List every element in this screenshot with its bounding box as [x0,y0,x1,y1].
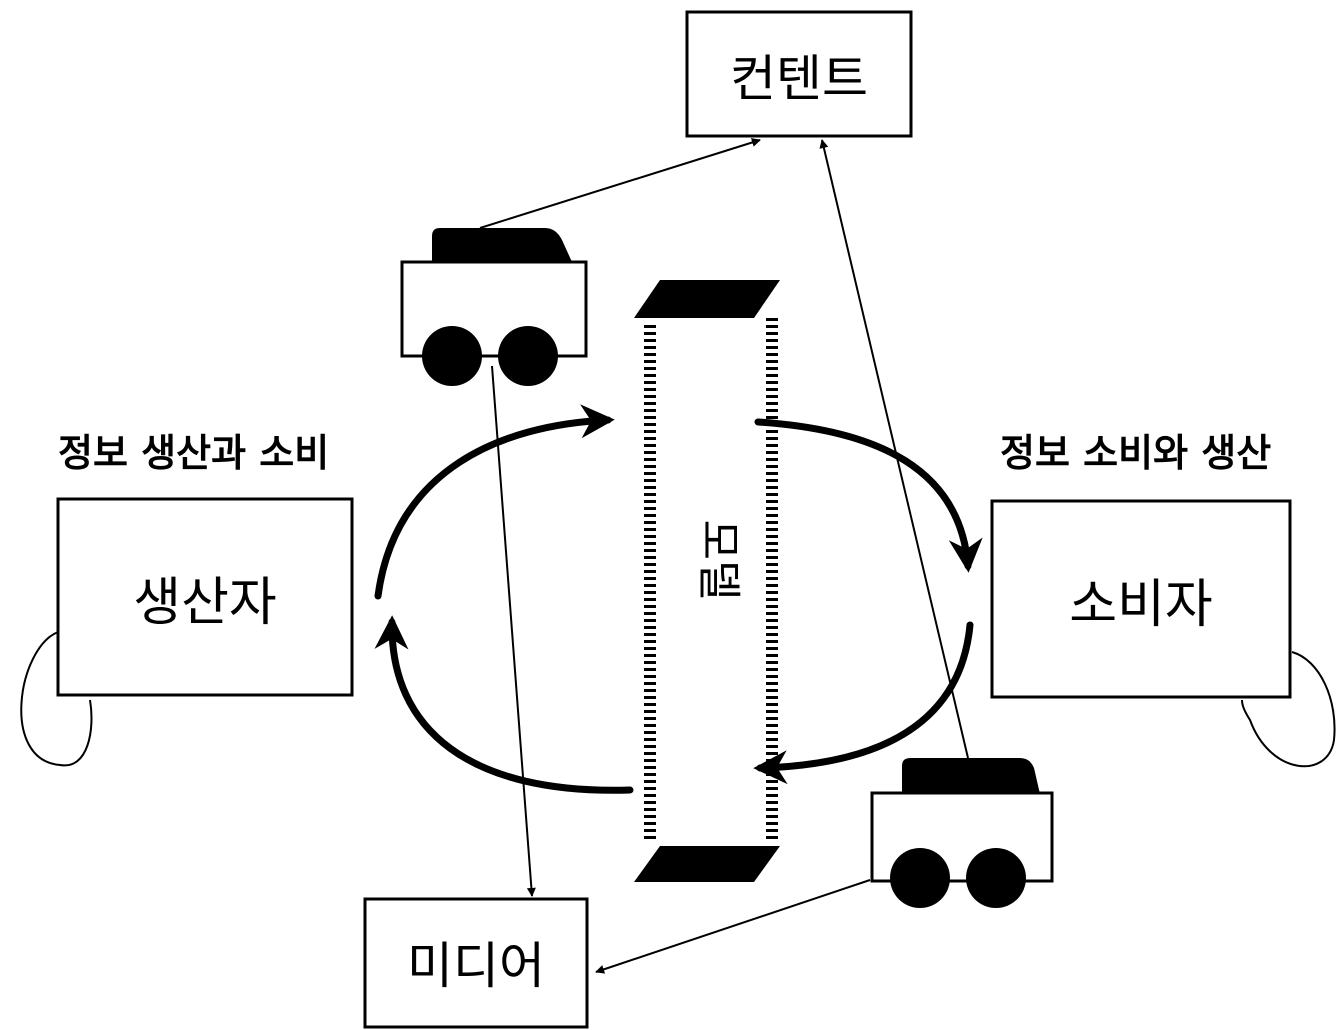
media-node: 미디어 [363,897,589,1029]
producer-node: 생산자 [56,497,354,697]
media-label: 미디어 [407,937,545,995]
cycle-arrow-top-right [754,418,983,573]
left-caption: 정보 생산과 소비 [58,431,329,475]
cart-top [400,228,588,386]
content-node: 컨텐트 [685,10,913,138]
cart-top-roof [432,228,572,262]
producer-self-loop [20,631,93,767]
model-label: 모델 [693,520,744,601]
content-label: 컨텐트 [730,50,868,108]
arrow-cart-to-content [479,138,761,229]
pillar-top-cap [634,280,780,318]
cart-top-wheel-left [422,326,482,386]
producer-label: 생산자 [133,573,277,633]
cart-bottom-roof [902,758,1040,794]
cycle-arrow-bottom-left [374,615,634,794]
cart-bottom-wheel-right [966,848,1026,908]
cart-bottom-wheel-left [890,848,950,908]
arrow-cart-to-media [491,365,536,897]
consumer-node: 소비자 [990,499,1292,699]
cart-top-wheel-right [498,326,558,386]
model-pillar: 모델 [634,280,780,882]
cycle-arrow-top-left [374,404,615,600]
pillar-bottom-cap [634,846,780,882]
consumer-label: 소비자 [1069,575,1213,635]
cart-bottom [870,758,1054,908]
arrow-cart-to-media-2 [595,879,871,974]
right-caption: 정보 소비와 생산 [1000,431,1271,475]
arrow-cart-to-content-2 [819,139,969,759]
consumer-self-loop [1241,651,1336,768]
cycle-arrow-bottom-right [753,621,974,785]
